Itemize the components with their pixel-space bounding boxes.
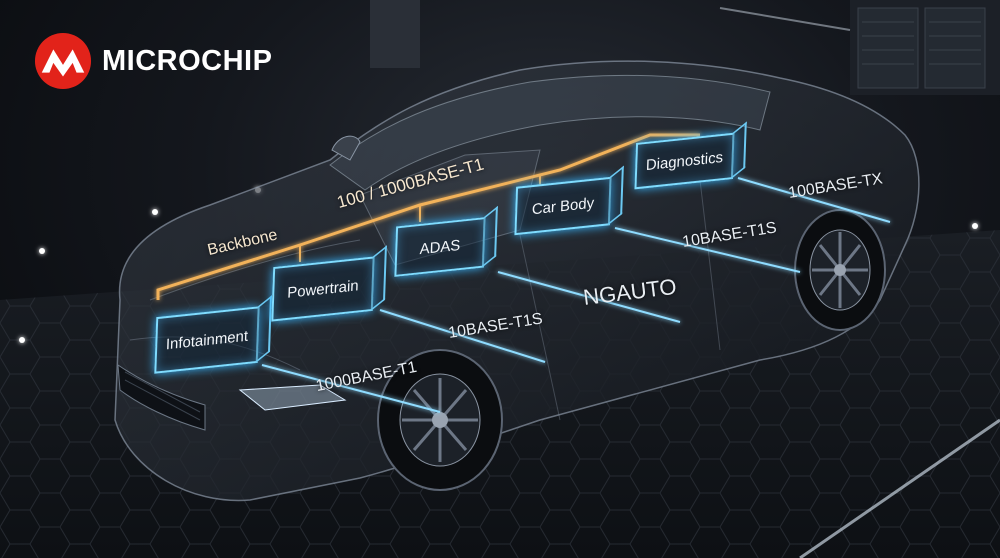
microchip-logo: MICROCHIP bbox=[34, 32, 272, 90]
diagnostics-link-line bbox=[737, 177, 891, 223]
brand-name: MICROCHIP bbox=[102, 44, 273, 77]
diagnostics-module-label: Diagnostics bbox=[645, 148, 724, 174]
pillar bbox=[370, 0, 420, 68]
rear-wheel bbox=[794, 209, 886, 331]
ceiling-light bbox=[719, 7, 851, 31]
adas-link-line bbox=[497, 271, 681, 323]
server-rack-units bbox=[857, 7, 986, 89]
car-body-module: Car Body bbox=[514, 176, 612, 236]
powertrain-link-line bbox=[379, 309, 546, 363]
floor-light-strip bbox=[799, 418, 1000, 558]
infotainment-module: Infotainment bbox=[154, 306, 260, 374]
front-wheel bbox=[377, 349, 503, 491]
infotainment-module-label: Infotainment bbox=[165, 327, 249, 353]
microchip-logo-icon bbox=[34, 32, 92, 90]
powertrain-module: Powertrain bbox=[271, 256, 375, 322]
car-body-module-label: Car Body bbox=[531, 194, 595, 218]
car-body-link-line bbox=[614, 227, 801, 273]
adas-module: ADAS bbox=[394, 217, 486, 277]
link-lines bbox=[261, 177, 891, 413]
adas-module-label: ADAS bbox=[419, 236, 461, 258]
infotainment-link-line bbox=[261, 364, 441, 413]
powertrain-module-label: Powertrain bbox=[287, 276, 359, 302]
